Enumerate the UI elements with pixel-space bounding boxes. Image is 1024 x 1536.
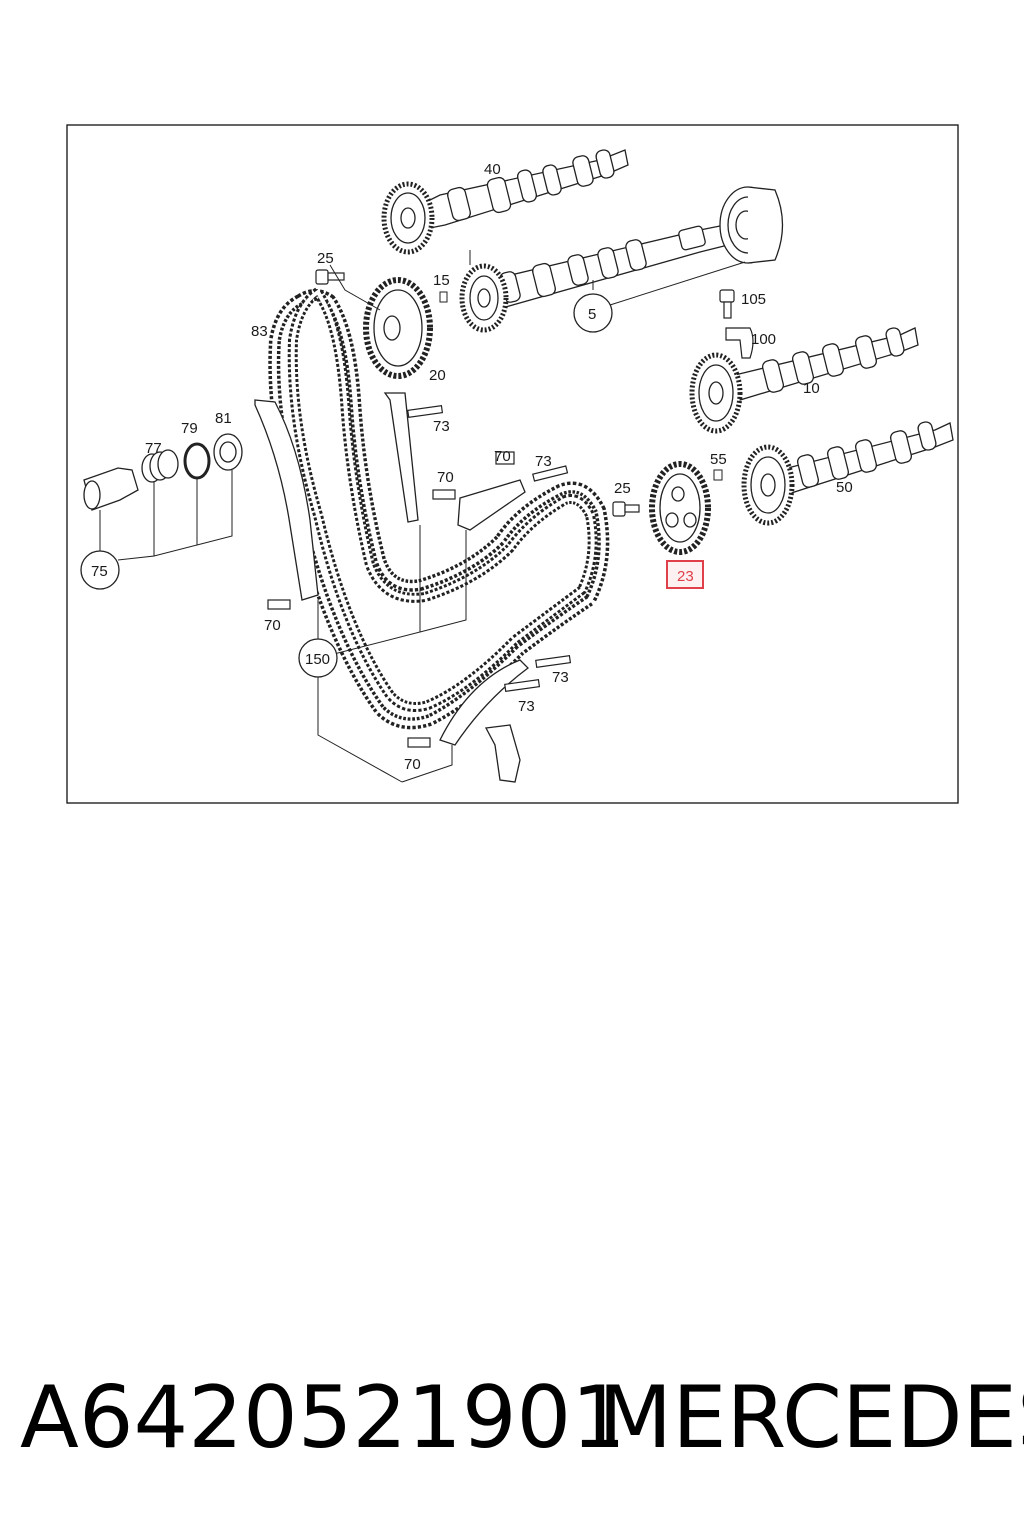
camshaft-40	[381, 149, 629, 255]
guide-rail-left	[254, 399, 319, 601]
sprocket-23	[649, 461, 711, 555]
sprocket-20	[363, 277, 433, 379]
camshaft-50	[741, 421, 954, 526]
highlight-box-23	[666, 560, 704, 589]
leader-5	[609, 261, 746, 306]
guide-rail-bottom	[439, 659, 529, 746]
callout-73-a: 73	[433, 418, 450, 435]
callout-79: 79	[181, 420, 198, 437]
callout-73-d: 73	[518, 698, 535, 715]
callout-150: 150	[305, 651, 330, 668]
callout-77: 77	[145, 440, 162, 457]
callout-55: 55	[710, 451, 727, 468]
pins	[267, 404, 572, 748]
guide-rail-upper-right	[457, 479, 526, 531]
brand-name: MERCEDES	[598, 1368, 1024, 1468]
callout-25-right: 25	[614, 480, 631, 497]
callout-40: 40	[484, 161, 501, 178]
camshaft-5	[459, 186, 784, 333]
bolt-25-top	[315, 269, 345, 285]
callout-70-c: 70	[264, 617, 281, 634]
callout-23: 23	[677, 568, 694, 585]
pin-15	[439, 291, 448, 303]
callout-70-a: 70	[437, 469, 454, 486]
callout-circle-75	[80, 550, 120, 590]
callout-73-c: 73	[552, 669, 569, 686]
bolt-25-right	[612, 501, 640, 517]
callout-25-top: 25	[317, 250, 334, 267]
tensioner-assembly-75	[83, 433, 243, 511]
callout-100: 100	[751, 331, 776, 348]
callout-105: 105	[741, 291, 766, 308]
guide-rail-center	[383, 392, 419, 523]
callout-83: 83	[251, 323, 268, 340]
part-number: A6420521901	[20, 1368, 626, 1468]
callout-circle-150	[298, 638, 338, 678]
pin-55	[713, 469, 723, 481]
callout-10: 10	[803, 380, 820, 397]
callout-75: 75	[91, 563, 108, 580]
clamp-100	[725, 327, 754, 359]
callout-15: 15	[433, 272, 450, 289]
callout-50: 50	[836, 479, 853, 496]
leader-lines	[99, 250, 471, 783]
tensioner-arm	[484, 724, 521, 783]
callout-73-b: 73	[535, 453, 552, 470]
callout-81: 81	[215, 410, 232, 427]
callout-circle-5	[573, 293, 613, 333]
camshaft-10	[689, 327, 919, 434]
callout-70-d: 70	[404, 756, 421, 773]
callout-70-b: 70	[494, 448, 511, 465]
bolt-105	[719, 289, 735, 319]
callout-5: 5	[588, 306, 596, 323]
callout-20: 20	[429, 367, 446, 384]
